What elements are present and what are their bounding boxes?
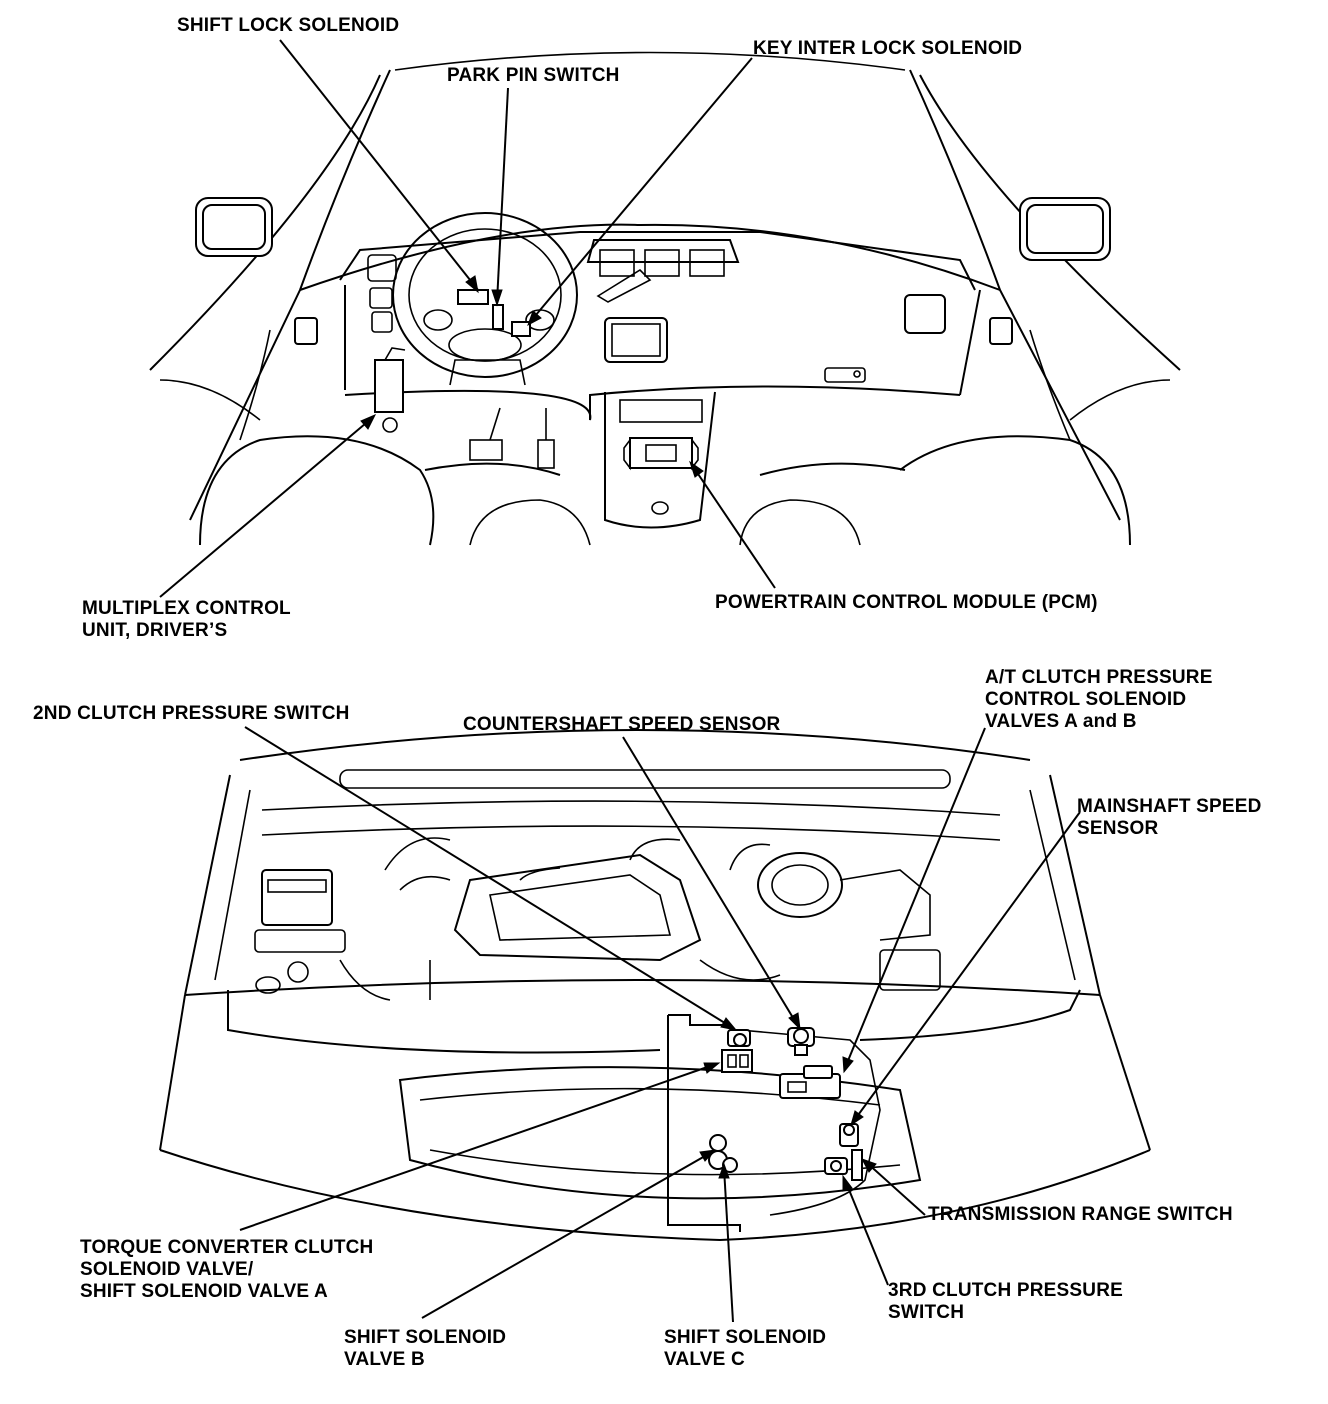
label-second-clutch-pressure-switch: 2ND CLUTCH PRESSURE SWITCH bbox=[33, 703, 350, 724]
label-countershaft-speed-sensor: COUNTERSHAFT SPEED SENSOR bbox=[463, 714, 781, 735]
cabin-component-markers bbox=[457, 289, 531, 337]
label-third-clutch-pressure-switch: 3RD CLUTCH PRESSURE SWITCH bbox=[888, 1280, 1123, 1323]
label-torque-converter-clutch: TORQUE CONVERTER CLUTCH SOLENOID VALVE/ … bbox=[80, 1237, 374, 1302]
label-at-clutch-pressure-control: A/T CLUTCH PRESSURE CONTROL SOLENOID VAL… bbox=[985, 667, 1213, 732]
countershaft-sensor-marker bbox=[787, 1027, 815, 1056]
third-clutch-switch-marker bbox=[824, 1157, 848, 1175]
label-key-inter-lock-solenoid: KEY INTER LOCK SOLENOID bbox=[753, 38, 1023, 59]
engine-bay-illustration bbox=[159, 729, 1151, 1242]
shift-lock-solenoid-marker bbox=[457, 289, 489, 305]
label-mainshaft-speed-sensor: MAINSHAFT SPEED SENSOR bbox=[1077, 796, 1262, 839]
second-clutch-switch-marker bbox=[727, 1029, 751, 1047]
label-shift-lock-solenoid: SHIFT LOCK SOLENOID bbox=[177, 15, 400, 36]
cabin-leader-lines bbox=[159, 39, 776, 598]
mainshaft-sensor-marker bbox=[839, 1123, 859, 1147]
label-park-pin-switch: PARK PIN SWITCH bbox=[447, 65, 620, 86]
cabin-illustration bbox=[149, 51, 1181, 546]
label-shift-solenoid-c: SHIFT SOLENOID VALVE C bbox=[664, 1327, 827, 1370]
engine-component-markers bbox=[708, 1027, 863, 1181]
label-transmission-range-switch: TRANSMISSION RANGE SWITCH bbox=[928, 1204, 1233, 1225]
label-pcm: POWERTRAIN CONTROL MODULE (PCM) bbox=[715, 592, 1098, 613]
key-interlock-solenoid-marker bbox=[511, 321, 531, 337]
torque-converter-solenoid-marker bbox=[721, 1049, 753, 1073]
park-pin-switch-marker bbox=[492, 304, 504, 330]
engine-leader-lines bbox=[239, 726, 1081, 1323]
at-clutch-pressure-solenoids-marker bbox=[779, 1065, 841, 1099]
shift-solenoid-c-marker bbox=[722, 1157, 738, 1173]
transmission-range-switch-marker bbox=[851, 1149, 863, 1181]
label-shift-solenoid-b: SHIFT SOLENOID VALVE B bbox=[344, 1327, 507, 1370]
label-multiplex-control-unit: MULTIPLEX CONTROL UNIT, DRIVER’S bbox=[82, 598, 291, 641]
